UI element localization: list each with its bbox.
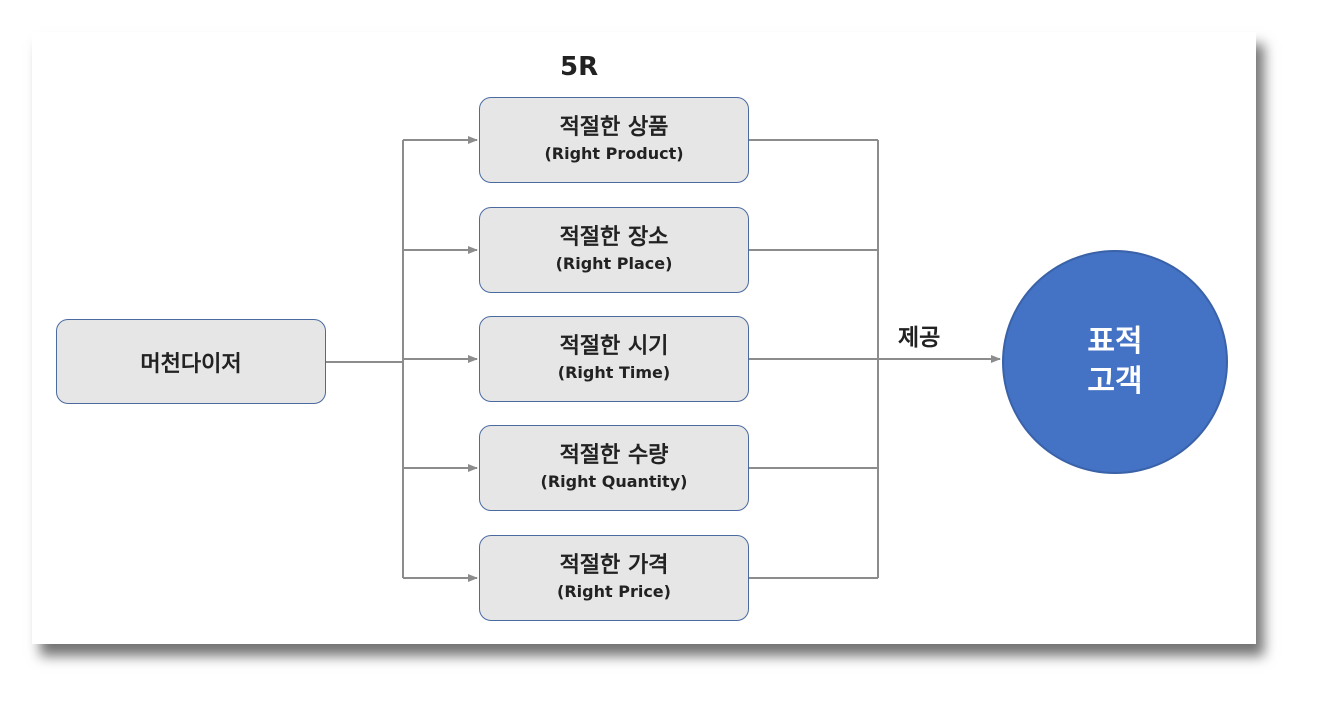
right-quantity-en: (Right Quantity)	[540, 472, 688, 491]
right-price-box: 적절한 가격 (Right Price)	[479, 535, 749, 621]
merchandiser-label: 머천다이저	[140, 351, 242, 377]
right-product-en: (Right Product)	[544, 144, 684, 163]
right-time-ko: 적절한 시기	[559, 334, 669, 359]
right-product-ko: 적절한 상품	[559, 115, 669, 140]
right-place-box: 적절한 장소 (Right Place)	[479, 207, 749, 293]
right-price-ko: 적절한 가격	[559, 553, 669, 578]
right-time-en: (Right Time)	[557, 363, 671, 382]
right-place-ko: 적절한 장소	[559, 225, 669, 250]
diagram-title: 5R	[560, 52, 599, 82]
right-price-en: (Right Price)	[557, 582, 671, 601]
right-quantity-box: 적절한 수량 (Right Quantity)	[479, 425, 749, 511]
provide-label: 제공	[898, 325, 941, 351]
right-time-box: 적절한 시기 (Right Time)	[479, 316, 749, 402]
right-place-en: (Right Place)	[555, 254, 673, 273]
target-label-line2: 고객	[1087, 364, 1143, 399]
target-label-line1: 표적	[1087, 324, 1143, 359]
target-customer-circle: 표적 고객	[1002, 250, 1228, 474]
merchandiser-box: 머천다이저	[56, 319, 326, 404]
right-quantity-ko: 적절한 수량	[559, 443, 669, 468]
right-product-box: 적절한 상품 (Right Product)	[479, 97, 749, 183]
